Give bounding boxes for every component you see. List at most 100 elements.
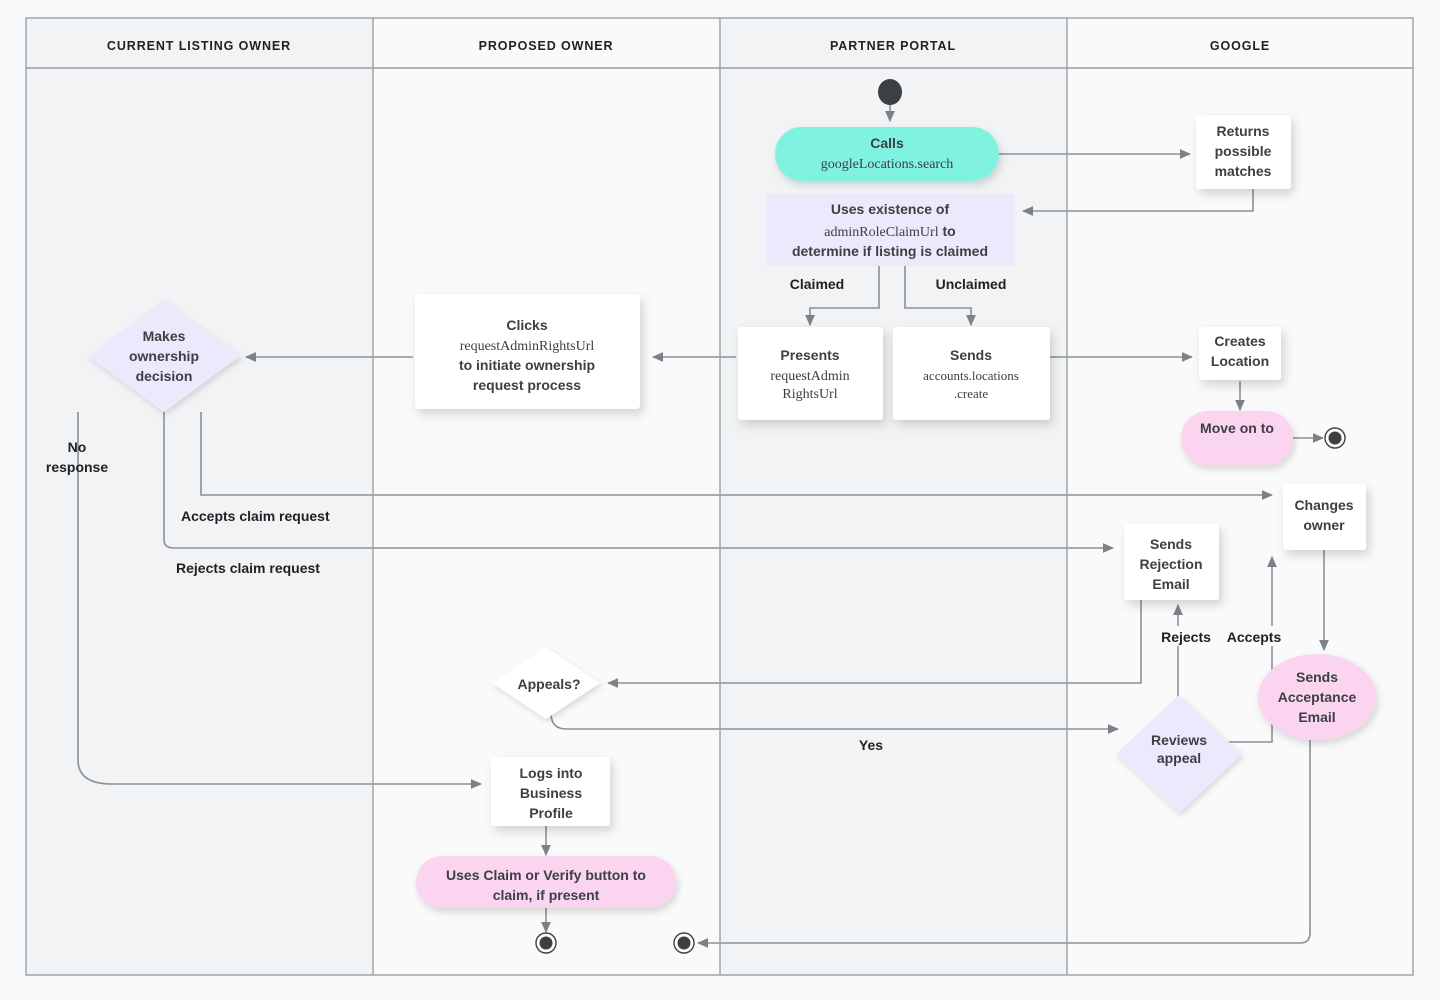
node-logs-into-business-profile[interactable] xyxy=(491,757,610,826)
uses-existence-box-shape xyxy=(766,194,1015,266)
uses-existence-code-token: adminRoleClaimUrl xyxy=(824,225,938,240)
rejection-email-line-2: Rejection xyxy=(1139,556,1202,572)
connector-rejection-email-to-appeals xyxy=(606,598,1142,688)
uses-claim-pill-shape xyxy=(416,856,676,908)
uses-existence-line-3: determine if listing is claimed xyxy=(792,243,988,259)
presents-box-shape xyxy=(738,327,883,420)
node-reviews-appeal[interactable] xyxy=(1116,695,1242,813)
clicks-line-3: to initiate ownership xyxy=(459,357,595,373)
calls-line-2: googleLocations.search xyxy=(821,157,954,172)
node-appeals[interactable] xyxy=(492,647,600,719)
sends-create-box-shape xyxy=(893,327,1050,420)
acceptance-email-line-3: Email xyxy=(1298,709,1335,725)
rejection-email-line-1: Sends xyxy=(1150,536,1192,552)
logs-into-profile-line-1: Logs into xyxy=(520,765,583,781)
connector-no-response-to-logs-into-profile xyxy=(77,412,483,789)
node-changes-owner[interactable] xyxy=(1283,484,1366,550)
connector-reviews-appeal-accepts-to-changes-owner xyxy=(1226,555,1277,743)
uses-existence-line-2-suffix: to xyxy=(939,223,956,239)
connector-uses-existence-to-sends-create xyxy=(904,266,976,327)
move-on-to-label: Move on to xyxy=(1200,420,1274,436)
diagram-frame xyxy=(25,17,1414,976)
reviews-appeal-line-1: Reviews xyxy=(1151,732,1207,748)
label-no-response-line-1: No xyxy=(68,439,87,455)
label-no-response-line-2: response xyxy=(46,459,108,475)
label-claimed-bg xyxy=(780,272,854,292)
returns-matches-box-shape xyxy=(1196,115,1291,189)
swimlane-separators xyxy=(25,17,1414,976)
makes-decision-line-1: Makes xyxy=(143,328,186,344)
node-uses-existence-of-admin-role-claim-url[interactable] xyxy=(766,194,1015,266)
creates-location-box-shape xyxy=(1199,327,1281,380)
label-accepts-claim-request: Accepts claim request xyxy=(181,508,330,524)
uses-existence-line-2: adminRoleClaimUrl to xyxy=(824,223,955,240)
label-accepts: Accepts xyxy=(1227,629,1282,645)
presents-line-1: Presents xyxy=(780,347,839,363)
makes-decision-line-3: decision xyxy=(136,368,193,384)
connector-uses-existence-to-presents xyxy=(805,266,880,327)
node-creates-location[interactable] xyxy=(1199,327,1281,380)
acceptance-email-line-2: Acceptance xyxy=(1278,689,1357,705)
logs-into-profile-line-2: Business xyxy=(520,785,582,801)
makes-decision-diamond-shape xyxy=(88,300,240,412)
connector-acceptance-email-to-end-partner-portal xyxy=(696,740,1311,948)
clicks-line-4: request process xyxy=(473,377,581,393)
changes-owner-line-2: owner xyxy=(1303,517,1345,533)
returns-matches-line-1: Returns xyxy=(1217,123,1270,139)
changes-owner-line-1: Changes xyxy=(1294,497,1353,513)
calls-pill-shape xyxy=(775,127,999,181)
end-circle-inner-icon xyxy=(677,936,691,950)
lane-title-partner-portal: PARTNER PORTAL xyxy=(830,39,956,53)
connector-accepts-claim-to-changes-owner xyxy=(200,412,1274,500)
changes-owner-box-shape xyxy=(1283,484,1366,550)
creates-location-line-2: Location xyxy=(1211,353,1269,369)
node-clicks-request-admin-rights-url[interactable] xyxy=(415,294,640,409)
node-uses-claim-or-verify-button[interactable] xyxy=(416,856,676,908)
end-circle-inner-icon xyxy=(539,936,553,950)
uses-claim-line-1: Uses Claim or Verify button to xyxy=(446,867,646,883)
label-rejects: Rejects xyxy=(1161,629,1211,645)
logs-into-profile-line-3: Profile xyxy=(529,805,573,821)
rejection-email-box-shape xyxy=(1124,524,1219,600)
uses-claim-line-2: claim, if present xyxy=(493,887,600,903)
node-sends-rejection-email[interactable] xyxy=(1124,524,1219,600)
acceptance-email-line-1: Sends xyxy=(1296,669,1338,685)
label-claimed: Claimed xyxy=(790,276,844,292)
returns-matches-line-2: possible xyxy=(1215,143,1272,159)
node-sends-acceptance-email[interactable] xyxy=(1258,654,1376,740)
end-node-google xyxy=(1324,427,1346,449)
label-accepts-bg xyxy=(1219,626,1289,646)
label-unclaimed-bg xyxy=(925,272,1019,292)
sends-create-line-3: .create xyxy=(954,386,989,401)
connector-appeals-yes-to-reviews-appeal xyxy=(550,712,1120,734)
node-move-on-to[interactable] xyxy=(1181,411,1293,465)
rejection-email-line-3: Email xyxy=(1152,576,1189,592)
sends-create-line-2: accounts.locations xyxy=(923,368,1019,383)
lane-title-current-listing-owner: CURRENT LISTING OWNER xyxy=(107,39,291,53)
node-sends-accounts-locations-create[interactable] xyxy=(893,327,1050,420)
clicks-line-1: Clicks xyxy=(506,317,547,333)
connector-returns-matches-to-uses-existence xyxy=(1021,189,1254,216)
lane-bg-current-listing-owner xyxy=(26,18,373,975)
node-calls-google-locations-search[interactable] xyxy=(775,127,999,181)
lane-title-proposed-owner: PROPOSED OWNER xyxy=(479,39,614,53)
appeals-diamond-shape xyxy=(492,647,600,719)
node-returns-possible-matches[interactable] xyxy=(1196,115,1291,189)
move-on-to-pill-shape xyxy=(1181,411,1293,465)
presents-line-2: requestAdmin xyxy=(770,369,849,384)
node-presents-request-admin-rights-url[interactable] xyxy=(738,327,883,420)
end-circle-inner-icon xyxy=(1328,431,1342,445)
connector-rejects-claim-to-rejection-email xyxy=(163,412,1115,553)
label-rejects-claim-request: Rejects claim request xyxy=(176,560,320,576)
calls-line-1: Calls xyxy=(870,135,904,151)
node-makes-ownership-decision[interactable] xyxy=(88,300,240,412)
label-unclaimed: Unclaimed xyxy=(936,276,1007,292)
creates-location-line-1: Creates xyxy=(1214,333,1266,349)
clicks-box-shape xyxy=(415,294,640,409)
connectors xyxy=(77,102,1329,948)
reviews-appeal-diamond-shape xyxy=(1116,695,1242,813)
acceptance-email-pill-shape xyxy=(1258,654,1376,740)
end-node-proposed-owner xyxy=(535,932,557,954)
label-yes-bg xyxy=(855,733,887,753)
